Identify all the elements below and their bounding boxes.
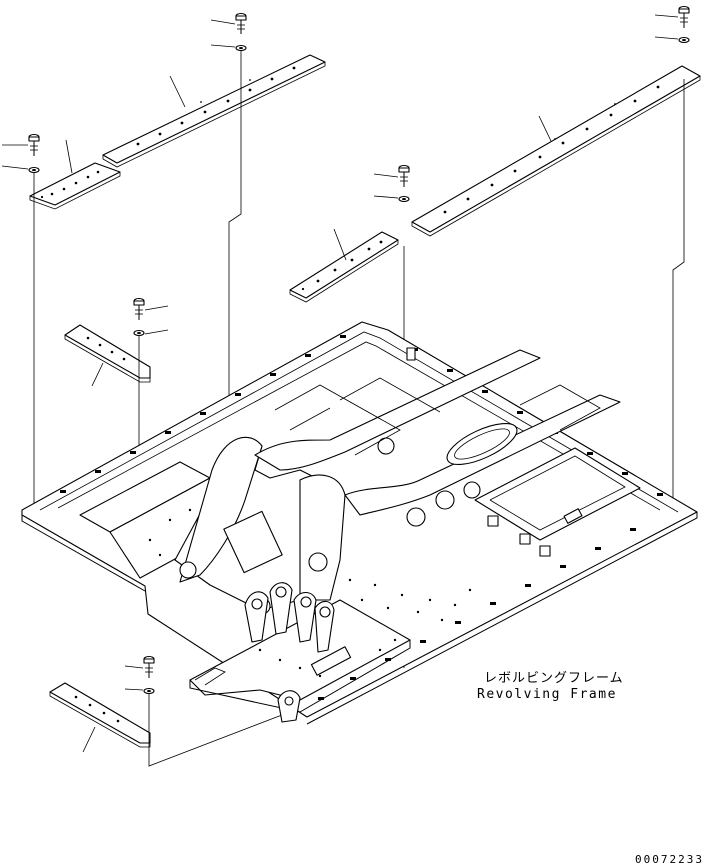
document-number: 00072233 xyxy=(635,853,704,866)
bolt-top-right xyxy=(654,5,690,28)
part-name-japanese: レボルビングフレーム xyxy=(484,671,624,686)
washer-top-left xyxy=(1,165,40,505)
bolt-bottom-left xyxy=(124,655,155,678)
washer-top-center-left xyxy=(210,44,247,395)
bolt-top-center-left xyxy=(210,12,247,34)
cover-plate-center xyxy=(289,228,399,303)
cover-plate-top-long-left xyxy=(102,54,326,168)
washer-bottom-left xyxy=(124,687,296,767)
bolt-left-middle xyxy=(133,297,169,320)
part-name-english: Revolving Frame xyxy=(477,687,617,702)
revolving-frame xyxy=(21,321,698,725)
cover-plate-top-left-small xyxy=(29,139,121,210)
bolt-center xyxy=(373,164,410,187)
washer-top-right xyxy=(654,36,690,505)
bolt-top-left xyxy=(2,133,40,156)
cover-plate-bottom-left xyxy=(49,682,151,753)
boom-mounting-lugs xyxy=(244,582,335,653)
cover-plate-left-middle xyxy=(64,324,151,387)
cover-plate-top-long-right xyxy=(411,65,701,237)
